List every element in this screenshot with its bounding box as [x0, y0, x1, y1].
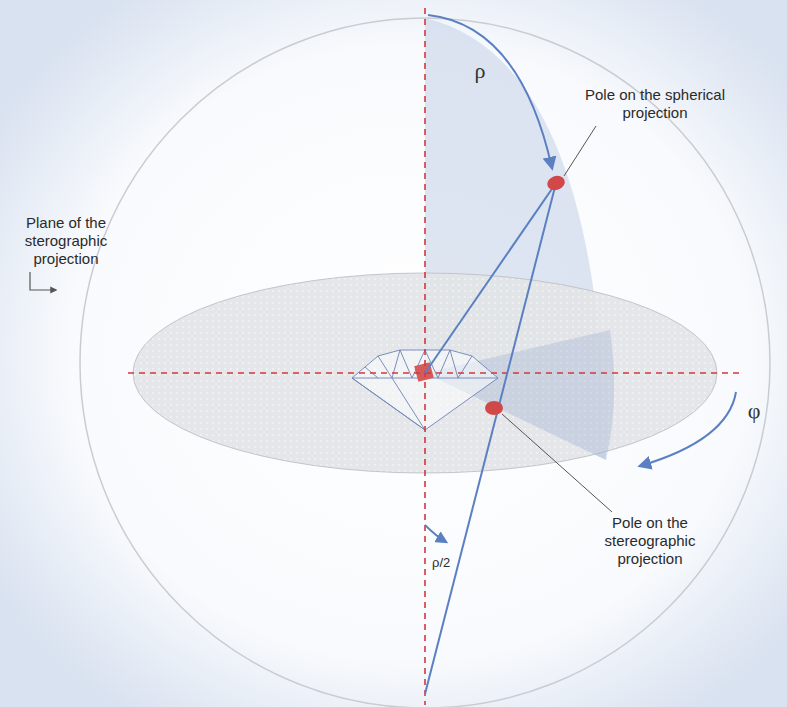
angle-symbol: φ: [744, 402, 764, 420]
pole-label: Pole on the spherical projection: [560, 86, 750, 122]
half-rho-arrow: [425, 525, 446, 542]
plane-label: Plane of the sterographic projection: [6, 214, 126, 268]
rho-arrow: [428, 15, 552, 168]
stereographic-pole: [485, 401, 503, 415]
pole-label: Pole on the stereographic projection: [575, 514, 725, 568]
vertical-axis: [424, 8, 426, 705]
horizontal-axis: [128, 372, 742, 374]
plane-pointer: [30, 272, 56, 290]
phi-arrow: [640, 392, 736, 466]
leader-line: [502, 414, 612, 512]
projection-ray: [425, 183, 556, 694]
angle-symbol: ρ: [470, 62, 490, 80]
spherical-pole: [545, 173, 567, 192]
face-normal: [425, 183, 556, 373]
angle-label: ρ/2: [432, 554, 472, 572]
leader-line: [564, 126, 596, 176]
